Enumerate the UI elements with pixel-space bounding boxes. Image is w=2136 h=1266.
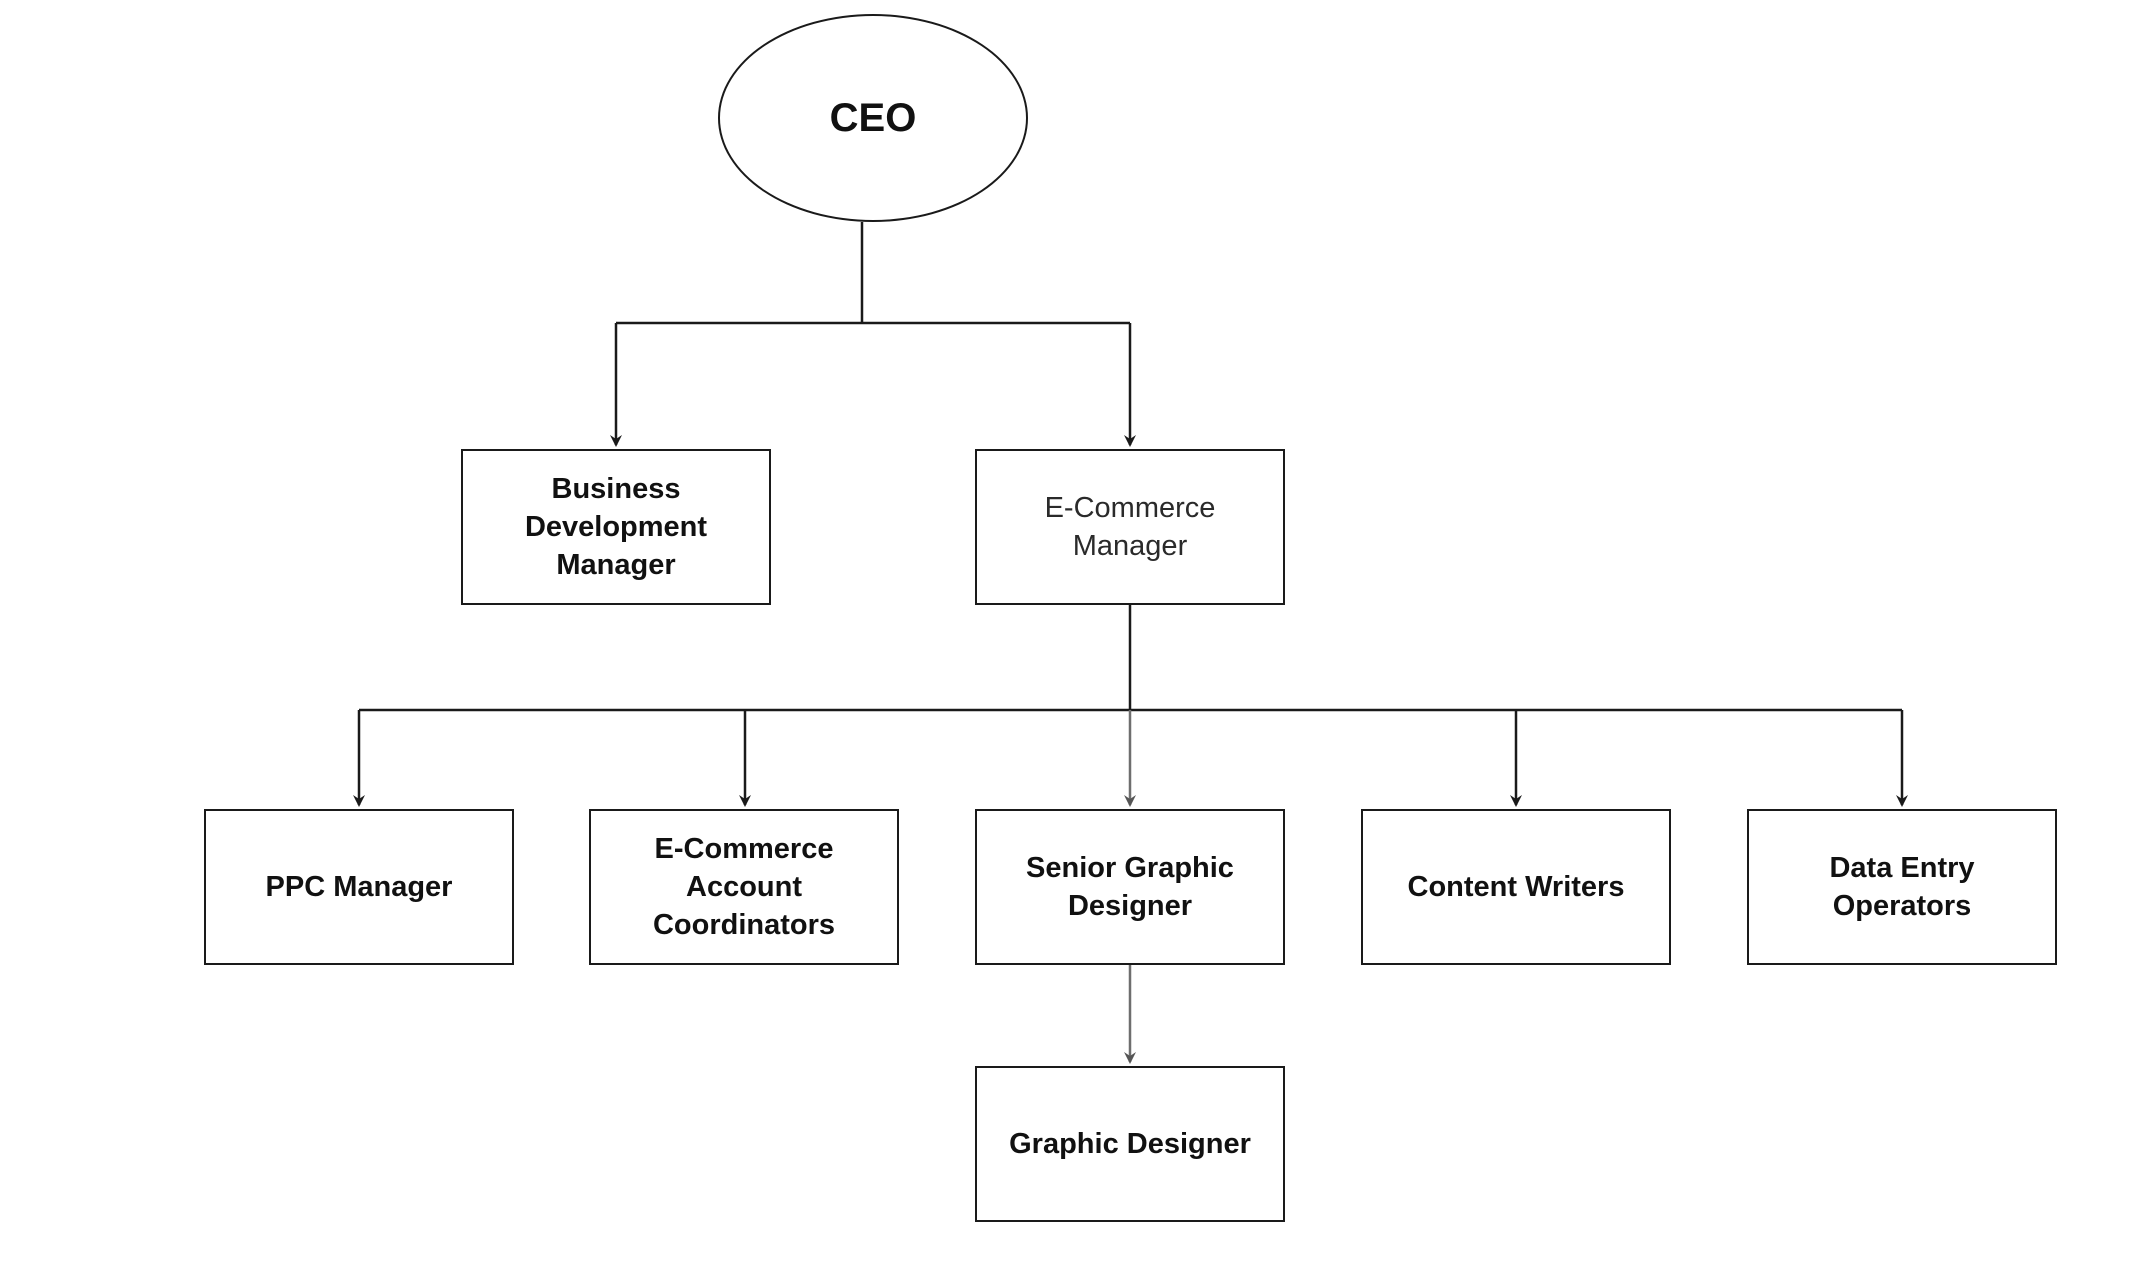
ppc-manager-node: PPC Manager (204, 809, 514, 965)
business-development-manager-node: Business Development Manager (461, 449, 771, 605)
content-writers-node: Content Writers (1361, 809, 1671, 965)
ceo-node: CEO (718, 14, 1028, 222)
ecommerce-manager-node: E-Commerce Manager (975, 449, 1285, 605)
senior-graphic-designer-node: Senior Graphic Designer (975, 809, 1285, 965)
edges (353, 222, 1908, 1064)
data-entry-operators-node: Data Entry Operators (1747, 809, 2057, 965)
ecommerce-account-coordinators-node: E-Commerce Account Coordinators (589, 809, 899, 965)
graphic-designer-node: Graphic Designer (975, 1066, 1285, 1222)
